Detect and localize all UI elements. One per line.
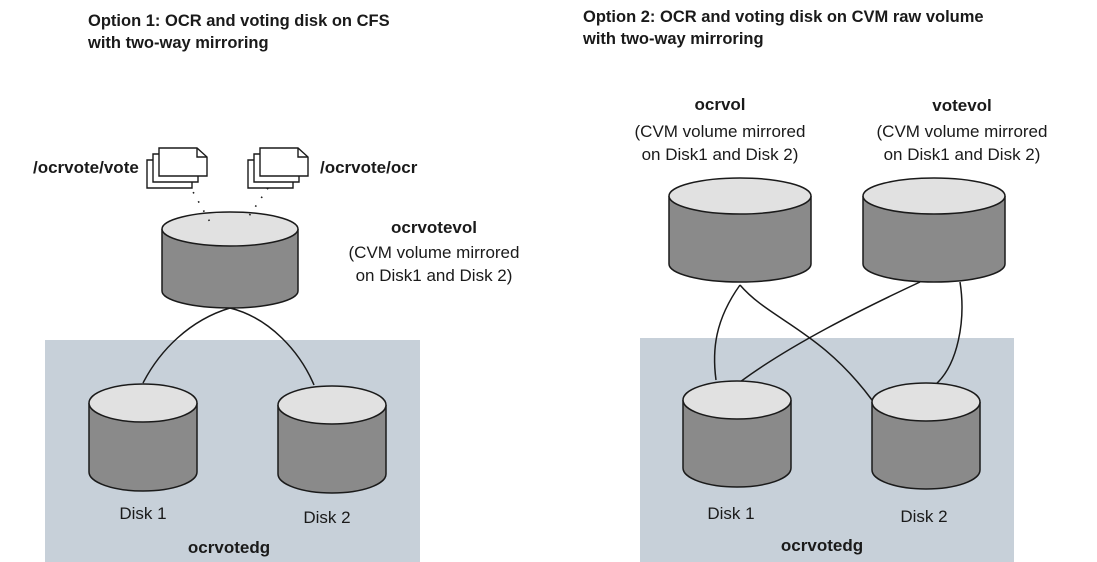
- option2-link-ocrvol-disk2: [739, 284, 873, 401]
- option2-ocrvol-desc-line1: (CVM volume mirrored: [635, 122, 806, 141]
- option2-votevol-name: votevol: [932, 96, 992, 115]
- option1-panel: Option 1: OCR and voting disk on CFS wit…: [33, 12, 519, 562]
- option2-ocrvol-cylinder: [668, 177, 812, 283]
- option1-title-line1: Option 1: OCR and voting disk on CFS: [88, 12, 390, 30]
- option2-link-votevol-disk1: [739, 281, 921, 383]
- option1-volume-desc-line1: (CVM volume mirrored: [349, 243, 520, 262]
- option1-volume-desc-line2: on Disk1 and Disk 2): [356, 266, 513, 285]
- option2-votevol-desc-line1: (CVM volume mirrored: [877, 122, 1048, 141]
- option1-disk1-cylinder: [88, 383, 198, 492]
- option2-votevol-desc-line2: on Disk1 and Disk 2): [884, 145, 1041, 164]
- option2-title-line1: Option 2: OCR and voting disk on CVM raw…: [583, 8, 984, 26]
- option2-panel: Option 2: OCR and voting disk on CVM raw…: [582, 8, 1047, 562]
- option1-title-line2: with two-way mirroring: [87, 34, 269, 52]
- file-icon: [146, 147, 208, 189]
- option2-disk1-cylinder: [682, 380, 792, 488]
- option2-disk1-label: Disk 1: [707, 504, 754, 523]
- option2-diskgroup-label: ocrvotedg: [781, 536, 863, 555]
- option1-file-vote-label: /ocrvote/vote: [33, 158, 139, 177]
- option1-volume-cylinder: [161, 211, 299, 309]
- option1-dotted-link-vote: [187, 182, 211, 223]
- option2-votevol-cylinder: [862, 177, 1006, 283]
- option2-link-votevol-disk2: [934, 281, 963, 386]
- option1-volume-name: ocrvotevol: [391, 218, 477, 237]
- option2-title-line2: with two-way mirroring: [582, 30, 764, 48]
- file-icon: [247, 147, 309, 189]
- option1-link-disk1: [142, 307, 231, 384]
- option1-file-ocr-label: /ocrvote/ocr: [320, 158, 418, 177]
- option1-link-disk2: [229, 307, 315, 386]
- option1-disk2-cylinder: [277, 385, 387, 494]
- option2-disk2-label: Disk 2: [900, 507, 947, 526]
- option1-disk2-label: Disk 2: [303, 508, 350, 527]
- option2-disk2-cylinder: [871, 382, 981, 490]
- option1-disk1-label: Disk 1: [119, 504, 166, 523]
- option2-ocrvol-name: ocrvol: [694, 95, 745, 114]
- option2-link-ocrvol-disk1: [713, 284, 741, 381]
- option2-ocrvol-desc-line2: on Disk1 and Disk 2): [642, 145, 799, 164]
- option1-diskgroup-label: ocrvotedg: [188, 538, 270, 557]
